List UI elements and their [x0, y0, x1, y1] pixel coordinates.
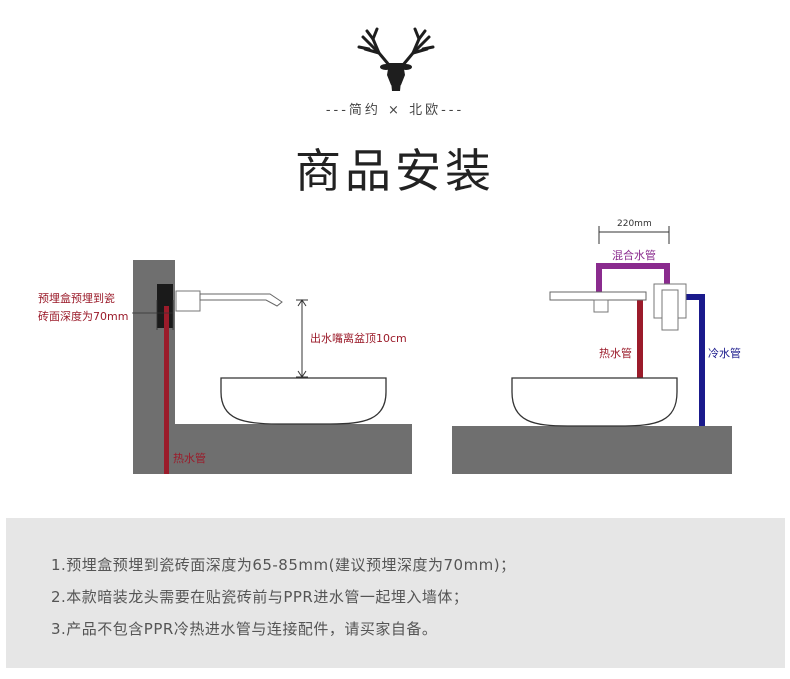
page-title: 商品安装	[295, 144, 495, 198]
cold-pipe	[684, 294, 705, 426]
basin	[220, 377, 387, 425]
hot-pipe-label-left: 热水管	[173, 451, 206, 465]
faucet-spout	[199, 293, 283, 307]
countertop-right	[452, 426, 732, 474]
arrow-down-icon	[297, 370, 307, 378]
box-label-line1: 预埋盒预埋到瓷	[38, 291, 115, 305]
spout-plate	[549, 291, 647, 301]
hot-pipe-right	[637, 300, 643, 378]
note-item: 3.产品不包含PPR冷热进水管与连接配件，请买家自备。	[51, 620, 438, 638]
mixed-pipe	[596, 263, 670, 292]
cold-pipe-label: 冷水管	[708, 346, 741, 360]
box-label-line2: 砖面深度为70mm	[38, 309, 128, 323]
arrow-up-icon	[297, 299, 307, 307]
install-notes-panel: 1.预埋盒预埋到瓷砖面深度为65-85mm(建议预埋深度为70mm)； 2.本款…	[6, 518, 785, 668]
note-item: 2.本款暗装龙头需要在贴瓷砖前与PPR进水管一起埋入墙体；	[51, 588, 469, 606]
tagline: ---简约 × 北欧---	[325, 103, 465, 118]
hot-pipe-label-right: 热水管	[599, 346, 632, 360]
note-item: 1.预埋盒预埋到瓷砖面深度为65-85mm(建议预埋深度为70mm)；	[51, 556, 516, 574]
right-install-diagram: 220mm 混合水管 热水管 冷水管	[452, 219, 741, 474]
mixed-pipe-label: 混合水管	[612, 248, 656, 262]
hot-pipe	[164, 306, 169, 474]
spout-base	[175, 290, 201, 312]
spout-small-box	[593, 299, 609, 313]
spout-height-label: 出水嘴离盆顶10cm	[310, 331, 407, 345]
width-label: 220mm	[617, 219, 652, 229]
deer-head-logo-icon	[357, 27, 435, 91]
left-install-diagram: 预埋盒预埋到瓷 砖面深度为70mm 出水嘴离盆顶10cm 热水管	[38, 260, 412, 474]
valve-stem	[661, 289, 679, 331]
countertop	[133, 424, 412, 474]
basin-right	[511, 377, 678, 427]
